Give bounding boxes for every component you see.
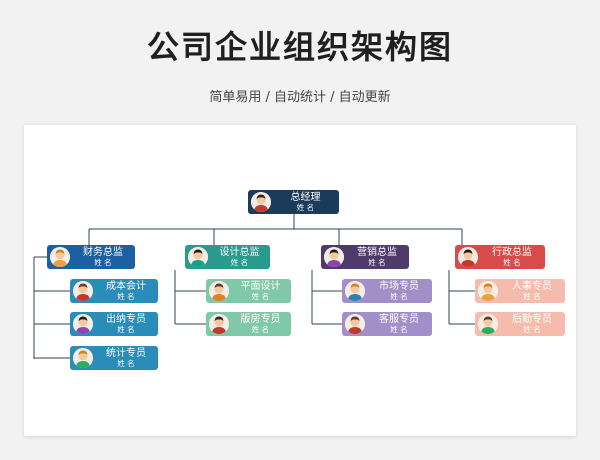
dept-name: 姓 名 bbox=[368, 258, 386, 267]
staff-title: 出纳专员 bbox=[106, 314, 146, 325]
staff-name: 姓 名 bbox=[523, 325, 541, 334]
dept-finance-node[interactable]: 财务总监 姓 名 bbox=[47, 245, 135, 269]
staff-name: 姓 名 bbox=[117, 359, 135, 368]
dept-name: 姓 名 bbox=[94, 258, 112, 267]
staff-node[interactable]: 出纳专员 姓 名 bbox=[70, 312, 158, 336]
staff-node[interactable]: 平面设计 姓 名 bbox=[206, 279, 291, 303]
page-subtitle: 简单易用 / 自动统计 / 自动更新 bbox=[209, 90, 391, 105]
dept-admin-node[interactable]: 行政总监 姓 名 bbox=[455, 245, 545, 269]
ceo-name: 姓 名 bbox=[296, 203, 315, 212]
ceo-node[interactable]: 总经理 姓 名 bbox=[248, 190, 339, 214]
connector-finance-staff bbox=[33, 256, 70, 359]
staff-name: 姓 名 bbox=[390, 292, 408, 301]
dept-title: 行政总监 bbox=[492, 247, 532, 258]
staff-title: 平面设计 bbox=[240, 281, 281, 292]
dept-design-node[interactable]: 设计总监 姓 名 bbox=[185, 245, 270, 269]
staff-title: 成本会计 bbox=[106, 281, 146, 292]
avatar bbox=[324, 247, 344, 267]
avatar bbox=[345, 314, 365, 334]
staff-title: 统计专员 bbox=[106, 348, 146, 359]
staff-name: 姓 名 bbox=[390, 325, 408, 334]
staff-node[interactable]: 人事专员 姓 名 bbox=[475, 279, 565, 303]
staff-node[interactable]: 成本会计 姓 名 bbox=[70, 279, 158, 303]
staff-name: 姓 名 bbox=[117, 325, 135, 334]
connector-admin-staff bbox=[448, 270, 475, 325]
dept-name: 姓 名 bbox=[230, 258, 249, 267]
staff-name: 姓 名 bbox=[523, 292, 541, 301]
staff-node[interactable]: 统计专员 姓 名 bbox=[70, 346, 158, 370]
staff-node[interactable]: 版房专员 姓 名 bbox=[206, 312, 291, 336]
staff-name: 姓 名 bbox=[251, 292, 270, 301]
staff-name: 姓 名 bbox=[251, 325, 270, 334]
staff-title: 后勤专员 bbox=[512, 314, 552, 325]
connector-ceo bbox=[293, 214, 462, 230]
staff-node[interactable]: 客服专员 姓 名 bbox=[342, 312, 432, 336]
avatar bbox=[73, 314, 93, 334]
staff-title: 市场专员 bbox=[379, 281, 419, 292]
dept-title: 财务总监 bbox=[83, 247, 123, 258]
dept-title: 营销总监 bbox=[357, 247, 397, 258]
staff-node[interactable]: 后勤专员 姓 名 bbox=[475, 312, 565, 336]
avatar bbox=[478, 281, 498, 301]
dept-name: 姓 名 bbox=[503, 258, 521, 267]
staff-title: 人事专员 bbox=[512, 281, 552, 292]
avatar bbox=[50, 247, 70, 267]
staff-title: 版房专员 bbox=[240, 314, 281, 325]
avatar bbox=[478, 314, 498, 334]
staff-name: 姓 名 bbox=[117, 292, 135, 301]
connector-design-staff bbox=[174, 270, 206, 325]
page-title: 公司企业组织架构图 bbox=[146, 28, 453, 66]
staff-title: 客服专员 bbox=[379, 314, 419, 325]
avatar bbox=[73, 348, 93, 368]
avatar bbox=[73, 281, 93, 301]
staff-node[interactable]: 市场专员 姓 名 bbox=[342, 279, 432, 303]
connector-marketing-staff bbox=[311, 270, 342, 325]
avatar bbox=[209, 281, 229, 301]
avatar bbox=[458, 247, 478, 267]
connector-lines bbox=[33, 214, 475, 359]
avatar bbox=[251, 192, 271, 212]
avatar bbox=[188, 247, 208, 267]
avatar bbox=[209, 314, 229, 334]
dept-marketing-node[interactable]: 营销总监 姓 名 bbox=[321, 245, 409, 269]
avatar bbox=[345, 281, 365, 301]
dept-title: 设计总监 bbox=[219, 247, 260, 258]
org-chart-canvas: 总经理 姓 名 财务总监 姓 名 成本会计 姓 名 出纳专员 姓 名 统计专员 … bbox=[24, 125, 576, 436]
ceo-title: 总经理 bbox=[290, 192, 321, 203]
